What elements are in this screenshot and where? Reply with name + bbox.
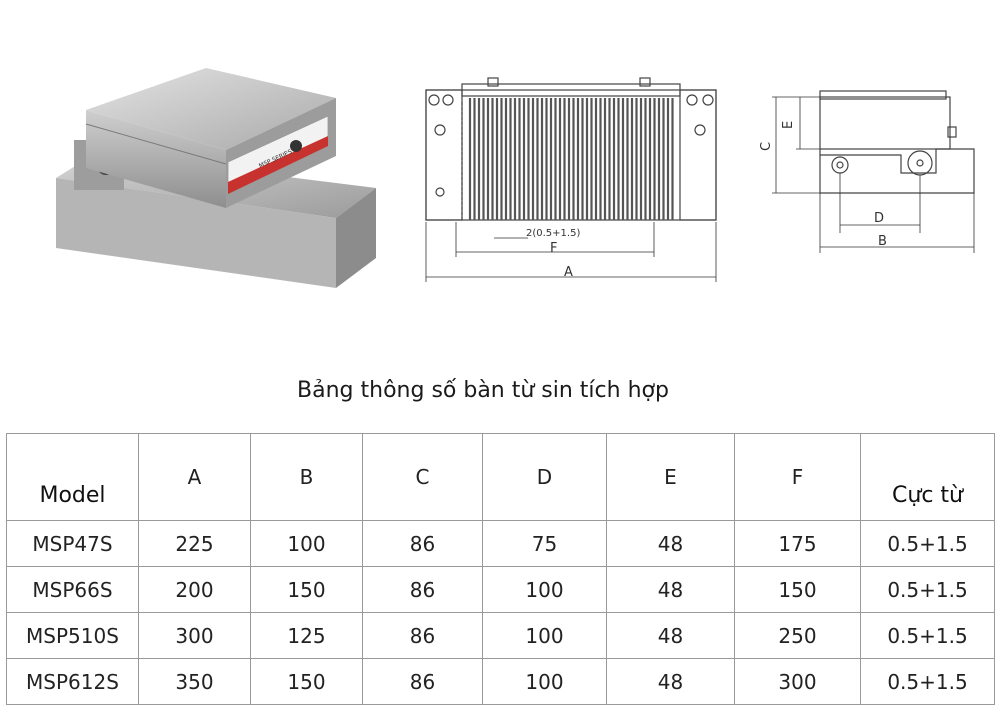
cell-model: MSP47S xyxy=(6,520,139,567)
spec-table: Model A B C D E F Cực từ MSP47S 225 100 … xyxy=(6,433,995,705)
cell-c: 86 xyxy=(362,658,483,705)
cell-pole: 0.5+1.5 xyxy=(860,612,995,659)
header-b: B xyxy=(250,433,363,521)
header-model: Model xyxy=(6,433,139,521)
cell-f: 150 xyxy=(734,566,861,613)
cell-c: 86 xyxy=(362,520,483,567)
cell-f: 250 xyxy=(734,612,861,659)
dim-e-label: E xyxy=(781,121,796,129)
cell-e: 48 xyxy=(606,612,735,659)
cell-a: 200 xyxy=(138,566,251,613)
header-c: C xyxy=(362,433,483,521)
cell-d: 100 xyxy=(482,566,607,613)
table-row: MSP510S 300 125 86 100 48 250 0.5+1.5 xyxy=(6,612,995,659)
cell-d: 75 xyxy=(482,520,607,567)
cell-f: 175 xyxy=(734,520,861,567)
cell-b: 100 xyxy=(250,520,363,567)
dim-c-label: C xyxy=(759,142,774,151)
cell-model: MSP510S xyxy=(6,612,139,659)
cell-model: MSP612S xyxy=(6,658,139,705)
header-pole: Cực từ xyxy=(860,433,995,521)
product-photo: MSP SERIES xyxy=(56,68,376,288)
cell-b: 150 xyxy=(250,566,363,613)
cell-pole: 0.5+1.5 xyxy=(860,658,995,705)
table-row: MSP47S 225 100 86 75 48 175 0.5+1.5 xyxy=(6,520,995,567)
cell-a: 300 xyxy=(138,612,251,659)
cell-pole: 0.5+1.5 xyxy=(860,566,995,613)
table-row: MSP612S 350 150 86 100 48 300 0.5+1.5 xyxy=(6,658,995,705)
cell-pole: 0.5+1.5 xyxy=(860,520,995,567)
cell-d: 100 xyxy=(482,612,607,659)
dim-f-label: F xyxy=(550,241,557,256)
dim-d-label: D xyxy=(874,211,884,226)
dim-a-label: A xyxy=(564,265,573,280)
header-e: E xyxy=(606,433,735,521)
table-header-row: Model A B C D E F Cực từ xyxy=(6,433,995,521)
cell-f: 300 xyxy=(734,658,861,705)
cell-a: 350 xyxy=(138,658,251,705)
header-f: F xyxy=(734,433,861,521)
table-row: MSP66S 200 150 86 100 48 150 0.5+1.5 xyxy=(6,566,995,613)
table-caption: Bảng thông số bàn từ sin tích hợp xyxy=(297,378,669,403)
cell-c: 86 xyxy=(362,612,483,659)
cell-model: MSP66S xyxy=(6,566,139,613)
cell-b: 150 xyxy=(250,658,363,705)
cell-e: 48 xyxy=(606,658,735,705)
cell-e: 48 xyxy=(606,566,735,613)
cell-e: 48 xyxy=(606,520,735,567)
pitch-label: 2(0.5+1.5) xyxy=(526,228,580,239)
cell-d: 100 xyxy=(482,658,607,705)
header-d: D xyxy=(482,433,607,521)
cell-c: 86 xyxy=(362,566,483,613)
side-view-drawing: E C D B xyxy=(759,90,975,253)
dim-b-label: B xyxy=(878,234,887,249)
front-view-drawing: 2(0.5+1.5) F A xyxy=(425,77,717,282)
cell-b: 125 xyxy=(250,612,363,659)
cell-a: 225 xyxy=(138,520,251,567)
header-a: A xyxy=(138,433,251,521)
